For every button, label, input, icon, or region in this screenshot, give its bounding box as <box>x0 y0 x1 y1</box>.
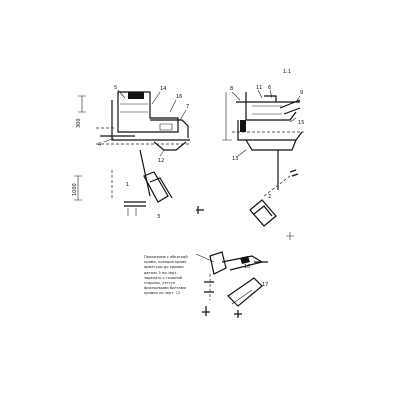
callout-label: 16 <box>176 94 182 100</box>
left-section-view: 5 14 16 7 4 12 <box>96 85 190 164</box>
top-cap <box>128 92 144 99</box>
callout-label: 11 <box>256 85 262 91</box>
callout-label: 1 <box>126 182 129 188</box>
callout-label: 2 <box>268 194 271 200</box>
sheet-mark: 1:1 <box>283 69 291 75</box>
left-lower-view: 3 1 <box>111 149 204 220</box>
callout-label: 13 <box>232 156 238 162</box>
note-block: Положение с обкаткой прямо, позиция кром… <box>144 255 204 297</box>
callout-label: 17 <box>262 282 268 288</box>
callout-label: 15 <box>298 120 304 126</box>
right-section-view: 8 11 6 9 15 13 <box>222 85 304 162</box>
dimension-label: 1000 <box>72 183 78 196</box>
note-line: арматуры до кромки <box>144 265 184 270</box>
callout-label: 3 <box>157 214 160 220</box>
note-line: Положение с обкаткой <box>144 255 188 259</box>
callout-label: 7 <box>186 104 189 110</box>
callout-label: 4 <box>98 142 101 148</box>
note-line: фланцевыми болтами <box>144 286 186 291</box>
note-line: деталь 5 по черт. <box>144 270 178 275</box>
callout-label: 14 <box>160 86 166 92</box>
note-line: стороны, отступ <box>144 281 176 286</box>
callout-label: 5 <box>114 85 117 91</box>
note-line: заделать с тыльной <box>144 275 183 280</box>
left-dimensions: 300 1000 <box>72 95 86 201</box>
callout-label: 10 <box>244 264 250 270</box>
dimension-label: 300 <box>76 118 82 128</box>
callout-label: 9 <box>300 90 303 96</box>
note-line: кромки по черт. 12 <box>144 291 181 296</box>
callout-label: 12 <box>158 158 164 164</box>
callout-label: 8 <box>230 86 233 92</box>
callout-label: 6 <box>268 85 271 91</box>
right-lower-view: 2 <box>249 150 299 240</box>
bottom-detail-view: 10 17 <box>195 251 268 318</box>
note-line: прямо, позиция кроме <box>144 260 187 265</box>
